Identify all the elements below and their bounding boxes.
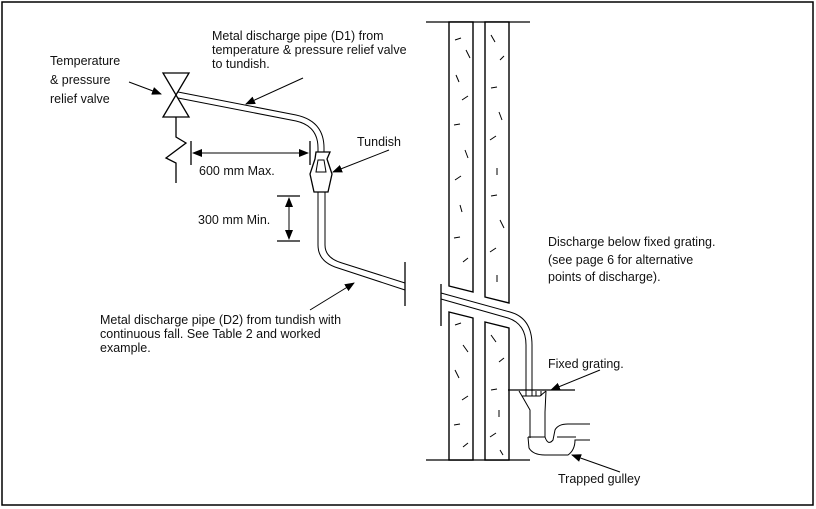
tundish-symbol xyxy=(309,151,333,193)
d2-pipe-label: Metal discharge pipe (D2) from tundish w… xyxy=(100,313,345,355)
min-distance-label: 300 mm Min. xyxy=(198,213,270,227)
gulley-leader-arrow xyxy=(571,454,621,473)
trapped-gulley-symbol xyxy=(508,389,590,456)
d1-leader-arrow xyxy=(245,77,304,105)
max-distance-label: 600 mm Max. xyxy=(199,164,275,178)
d2-leader-arrow xyxy=(309,282,355,311)
dimension-300mm xyxy=(277,195,300,242)
d2-discharge-pipe xyxy=(317,192,533,396)
relief-valve-symbol xyxy=(161,72,191,183)
dimension-600mm xyxy=(190,141,311,165)
grating-label: Fixed grating. xyxy=(548,357,624,371)
valve-label: Temperature & pressure relief valve xyxy=(50,54,124,106)
tundish-leader-arrow xyxy=(332,149,390,173)
grating-leader-arrow xyxy=(550,369,601,391)
gulley-label: Trapped gulley xyxy=(558,472,641,486)
valve-leader-arrow xyxy=(128,81,162,95)
cavity-wall xyxy=(426,21,530,461)
discharge-label: Discharge below fixed grating. (see page… xyxy=(548,235,719,284)
d1-discharge-pipe xyxy=(177,91,325,152)
d1-pipe-label: Metal discharge pipe (D1) from temperatu… xyxy=(212,29,410,71)
tundish-label: Tundish xyxy=(357,135,401,149)
